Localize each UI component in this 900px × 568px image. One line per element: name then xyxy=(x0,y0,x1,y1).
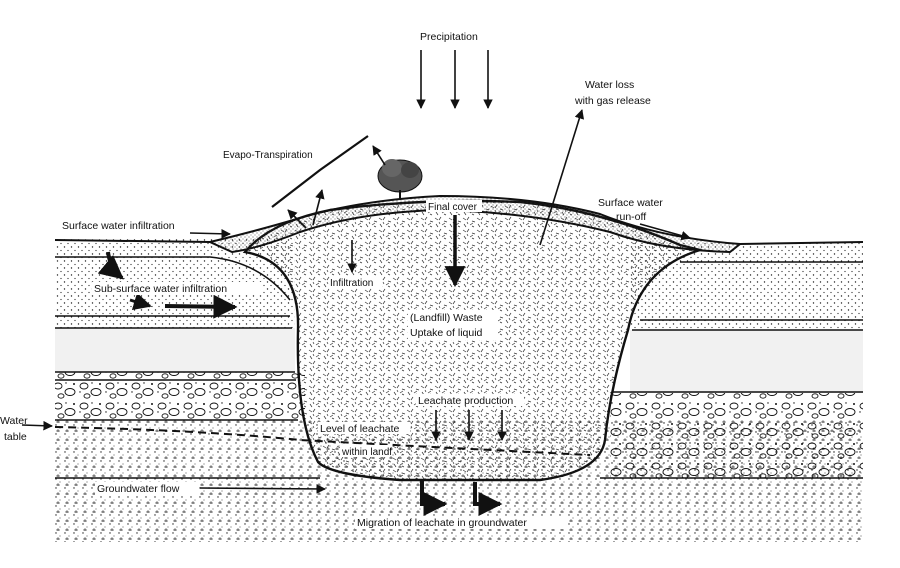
evapo-bracket xyxy=(271,135,369,208)
label-uptake-of-liquid: Uptake of liquid xyxy=(410,327,483,339)
label-water: Water xyxy=(0,415,28,427)
arrows xyxy=(21,50,691,516)
evapo-arrow-3 xyxy=(372,145,386,166)
leachate-level-line xyxy=(54,426,591,456)
label-within-landfill: within landf xyxy=(341,447,392,458)
label-water-loss-2: with gas release xyxy=(574,95,651,107)
label-leachate-production: Leachate production xyxy=(418,395,513,407)
label-surface-runoff-1: Surface water xyxy=(598,197,663,209)
subsurface-arrow-3 xyxy=(129,292,152,310)
labels: Precipitation Water loss with gas releas… xyxy=(0,31,663,529)
clay-band-left xyxy=(55,328,295,372)
ground-surface xyxy=(54,239,864,245)
final-cover xyxy=(206,194,743,254)
label-water-loss-1: Water loss xyxy=(585,79,634,91)
subsurface-arrow-1 xyxy=(97,251,124,280)
label-final-cover: Final cover xyxy=(428,202,478,213)
water-table-arrow xyxy=(21,420,53,431)
surface-infiltration-arrow xyxy=(189,228,231,239)
groundwater-flow-arrow xyxy=(199,484,326,494)
migration-arrow-2 xyxy=(473,482,503,516)
gas-release-arrow xyxy=(539,109,585,246)
label-infiltration: Infiltration xyxy=(330,278,373,289)
gravel-layer-right xyxy=(610,393,863,478)
label-migration-of-leachate: Migration of leachate in groundwater xyxy=(357,517,527,529)
label-groundwater-flow: Groundwater flow xyxy=(97,483,180,495)
label-evapo-transpiration: Evapo-Transpiration xyxy=(223,150,313,161)
label-surface-runoff-2: run-off xyxy=(616,211,646,223)
label-precipitation: Precipitation xyxy=(420,31,478,43)
landfill xyxy=(54,194,864,482)
migration-arrow-1 xyxy=(420,480,448,516)
label-surface-water-infiltration: Surface water infiltration xyxy=(62,220,175,232)
label-subsurface-infiltration: Sub-surface water infiltration xyxy=(94,283,227,295)
label-table: table xyxy=(4,431,27,443)
label-waste: (Landfill) Waste xyxy=(410,312,483,324)
subsurface-arrow-2 xyxy=(164,294,238,319)
label-level-of-leachate: Level of leachate xyxy=(320,423,400,435)
clay-band-right xyxy=(630,330,863,393)
evapo-arrow-2 xyxy=(312,189,325,226)
tree-icon xyxy=(377,159,423,200)
runoff-arrow xyxy=(639,223,691,241)
evapo-arrow-1 xyxy=(287,209,307,229)
